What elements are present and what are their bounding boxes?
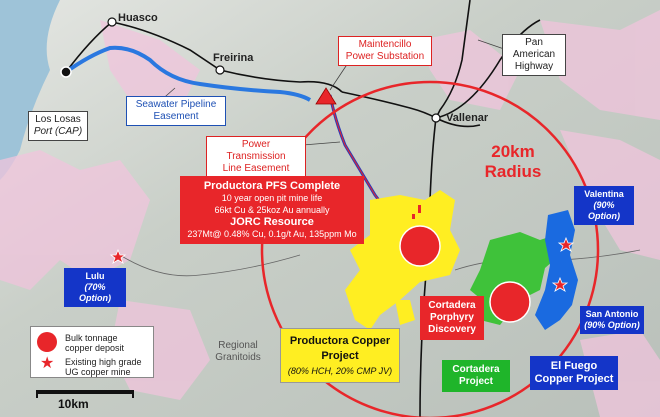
seawater-pipeline (64, 45, 312, 102)
jorc-heading: JORC Resource (230, 216, 314, 228)
seawater-pipeline-callout: Seawater Pipeline Easement (126, 96, 226, 126)
vallenar-town-icon (431, 113, 441, 123)
los-losas-line2: Port (CAP) (33, 126, 83, 137)
substation-line1: Maintencillo (358, 39, 412, 50)
valentina-option: (90% Option) (588, 200, 620, 221)
cortadera-discovery-line1: Cortadera (428, 300, 476, 311)
valentina-name: Valentina (584, 189, 624, 199)
transmission-line-callout: Power Transmission Line Easement (206, 136, 306, 178)
vallenar-label: Vallenar (446, 112, 489, 124)
lulu-name: Lulu (85, 271, 105, 281)
pfs-line2: 66kt Cu & 25koz Au annually (214, 205, 330, 215)
legend-bulk-row: Bulk tonnage copper deposit (37, 331, 147, 355)
highway-line1: Pan (525, 37, 543, 48)
map-legend: Bulk tonnage copper deposit ★ Existing h… (30, 326, 154, 378)
cortadera-project-box: Cortadera Project (442, 360, 510, 392)
twenty-km-radius-ring (260, 80, 600, 417)
el-fuego-line1: El Fuego (550, 360, 598, 372)
scale-label: 10km (58, 397, 89, 411)
el-fuego-box: El Fuego Copper Project (530, 356, 618, 390)
los-losas-port-callout: Los Losas Port (CAP) (28, 111, 88, 141)
legend-bulk-line1: Bulk tonnage (65, 333, 118, 343)
productora-bulk-deposit-marker (399, 225, 441, 267)
regional-line1: Regional (218, 340, 258, 351)
substation-callout: Maintencillo Power Substation (338, 36, 432, 66)
transmission-line1: Power Transmission (226, 139, 286, 162)
highway-line3: Highway (514, 61, 554, 72)
san-antonio-star-icon (551, 276, 569, 292)
cortadera-project-line1: Cortadera (452, 364, 500, 375)
radius-line2: Radius (484, 162, 542, 181)
bulk-deposit-legend-icon (37, 332, 57, 352)
cortadera-discovery-line2: Porphyry (430, 312, 474, 323)
productora-copper-project-box: Productora Copper Project (80% HCH, 20% … (280, 328, 400, 383)
regional-line2: Granitoids (215, 352, 261, 363)
huasco-town-icon (107, 17, 117, 27)
jorc-line: 237Mt@ 0.48% Cu, 0.1g/t Au, 135ppm Mo (187, 229, 357, 239)
cortadera-discovery-line3: Discovery (428, 324, 476, 335)
sea-area (0, 0, 60, 180)
cortadera-project-line2: Project (459, 376, 493, 387)
productora-pfs-box: Productora PFS Complete 10 year open pit… (180, 176, 364, 244)
huasco-label: Huasco (118, 12, 158, 24)
san-antonio-name: San Antonio (585, 309, 639, 319)
pan-american-highway-callout: Pan American Highway (502, 34, 566, 76)
productora-copper-line3: (80% HCH, 20% CMP JV) (287, 366, 393, 376)
productora-copper-line2: Project (321, 350, 359, 362)
pfs-heading: Productora PFS Complete (203, 180, 341, 192)
regional-granitoids-label: Regional Granitoids (208, 340, 268, 364)
valentina-box: Valentina (90% Option) (574, 186, 634, 225)
legend-ug-line2: UG copper mine (65, 367, 131, 377)
legend-bulk-line2: copper deposit (65, 343, 125, 353)
power-substation-triangle-icon (315, 87, 337, 105)
town-markers (107, 17, 441, 123)
highway-line2: American (512, 49, 556, 60)
ug-mine-legend-star-icon: ★ (40, 355, 55, 372)
san-antonio-option: (90% Option) (584, 320, 640, 330)
legend-ug-line1: Existing high grade (65, 357, 142, 367)
valentina-star-icon (557, 236, 575, 252)
freirina-label: Freirina (213, 52, 254, 64)
lulu-box: Lulu (70% Option) (64, 268, 126, 307)
seawater-line1: Seawater Pipeline (135, 99, 217, 110)
cortadera-bulk-deposit-marker (489, 281, 531, 323)
seawater-line2: Easement (153, 111, 199, 122)
productora-small-workings (412, 205, 421, 219)
scale-bar (36, 390, 134, 398)
ug-mine-stars (109, 236, 575, 292)
pfs-line1: 10 year open pit mine life (221, 193, 323, 203)
los-losas-line1: Los Losas (35, 114, 81, 125)
radius-line1: 20km (491, 142, 535, 161)
cortadera-discovery-box: Cortadera Porphyry Discovery (420, 296, 484, 340)
freirina-town-icon (215, 65, 225, 75)
productora-copper-project-area (345, 190, 460, 330)
san-antonio-box: San Antonio (90% Option) (580, 306, 644, 334)
radius-label: 20km Radius (468, 142, 558, 182)
lulu-star-icon (109, 248, 127, 264)
productora-copper-line1: Productora Copper (289, 335, 391, 347)
el-fuego-copper-project-area (535, 210, 578, 330)
lulu-option: (70% Option) (79, 282, 111, 303)
los-losas-port-icon (60, 66, 72, 78)
legend-ug-row: ★ Existing high grade UG copper mine (37, 355, 147, 378)
transmission-line2: Line Easement (222, 163, 290, 174)
el-fuego-line2: Copper Project (534, 373, 614, 385)
substation-line2: Power Substation (345, 51, 425, 62)
